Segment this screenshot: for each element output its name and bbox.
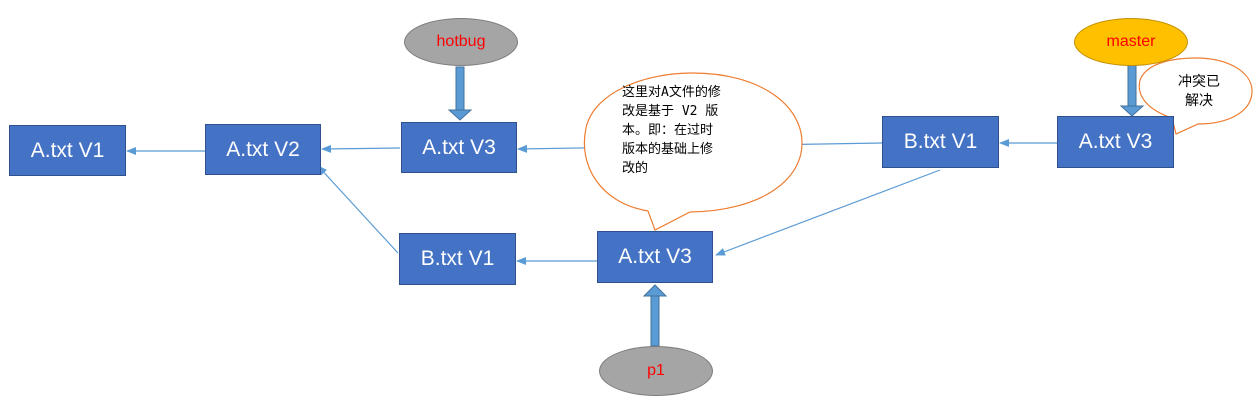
- note-line-1: 这里对A文件的修: [622, 85, 721, 100]
- note-line-2: 改是基于 V2 版: [622, 104, 719, 119]
- branch-pointer-master: master: [1074, 18, 1188, 66]
- node-a-txt-v1: A.txt V1: [9, 125, 126, 176]
- resolved-callout-text: 冲突已 解决: [1163, 73, 1235, 111]
- edge-a3hotbug-to-a2: [321, 144, 401, 153]
- node-a-txt-v3-p1: A.txt V3: [597, 231, 713, 283]
- branch-pointer-hotbug: hotbug: [404, 18, 518, 66]
- branch-pointer-p1: p1: [599, 346, 713, 396]
- note-callout-text: 这里对A文件的修 改是基于 V2 版 本。即：在过时 版本的基础上修 改的: [622, 83, 762, 178]
- hotbug-pointer-arrow: [447, 66, 473, 121]
- note-line-3: 本。即：在过时: [622, 123, 714, 138]
- edge-b1p1-to-a2: [317, 165, 399, 254]
- note-line-4: 版本的基础上修: [622, 142, 714, 157]
- node-a-txt-v3-master: A.txt V3: [1057, 116, 1174, 168]
- node-a-txt-v3-hotbug: A.txt V3: [401, 122, 517, 173]
- p1-pointer-arrow: [642, 284, 668, 347]
- resolved-callout-shape: [1138, 57, 1253, 135]
- node-a-txt-v2: A.txt V2: [205, 124, 321, 175]
- note-line-5: 改的: [622, 161, 649, 176]
- node-b-txt-v1-p1: B.txt V1: [399, 233, 516, 285]
- resolved-line-1: 冲突已: [1178, 74, 1220, 90]
- resolved-line-2: 解决: [1185, 93, 1213, 109]
- edge-b1master-to-a3p1: [715, 169, 941, 256]
- note-callout-shape: [583, 72, 803, 231]
- node-b-txt-v1-master: B.txt V1: [882, 116, 999, 168]
